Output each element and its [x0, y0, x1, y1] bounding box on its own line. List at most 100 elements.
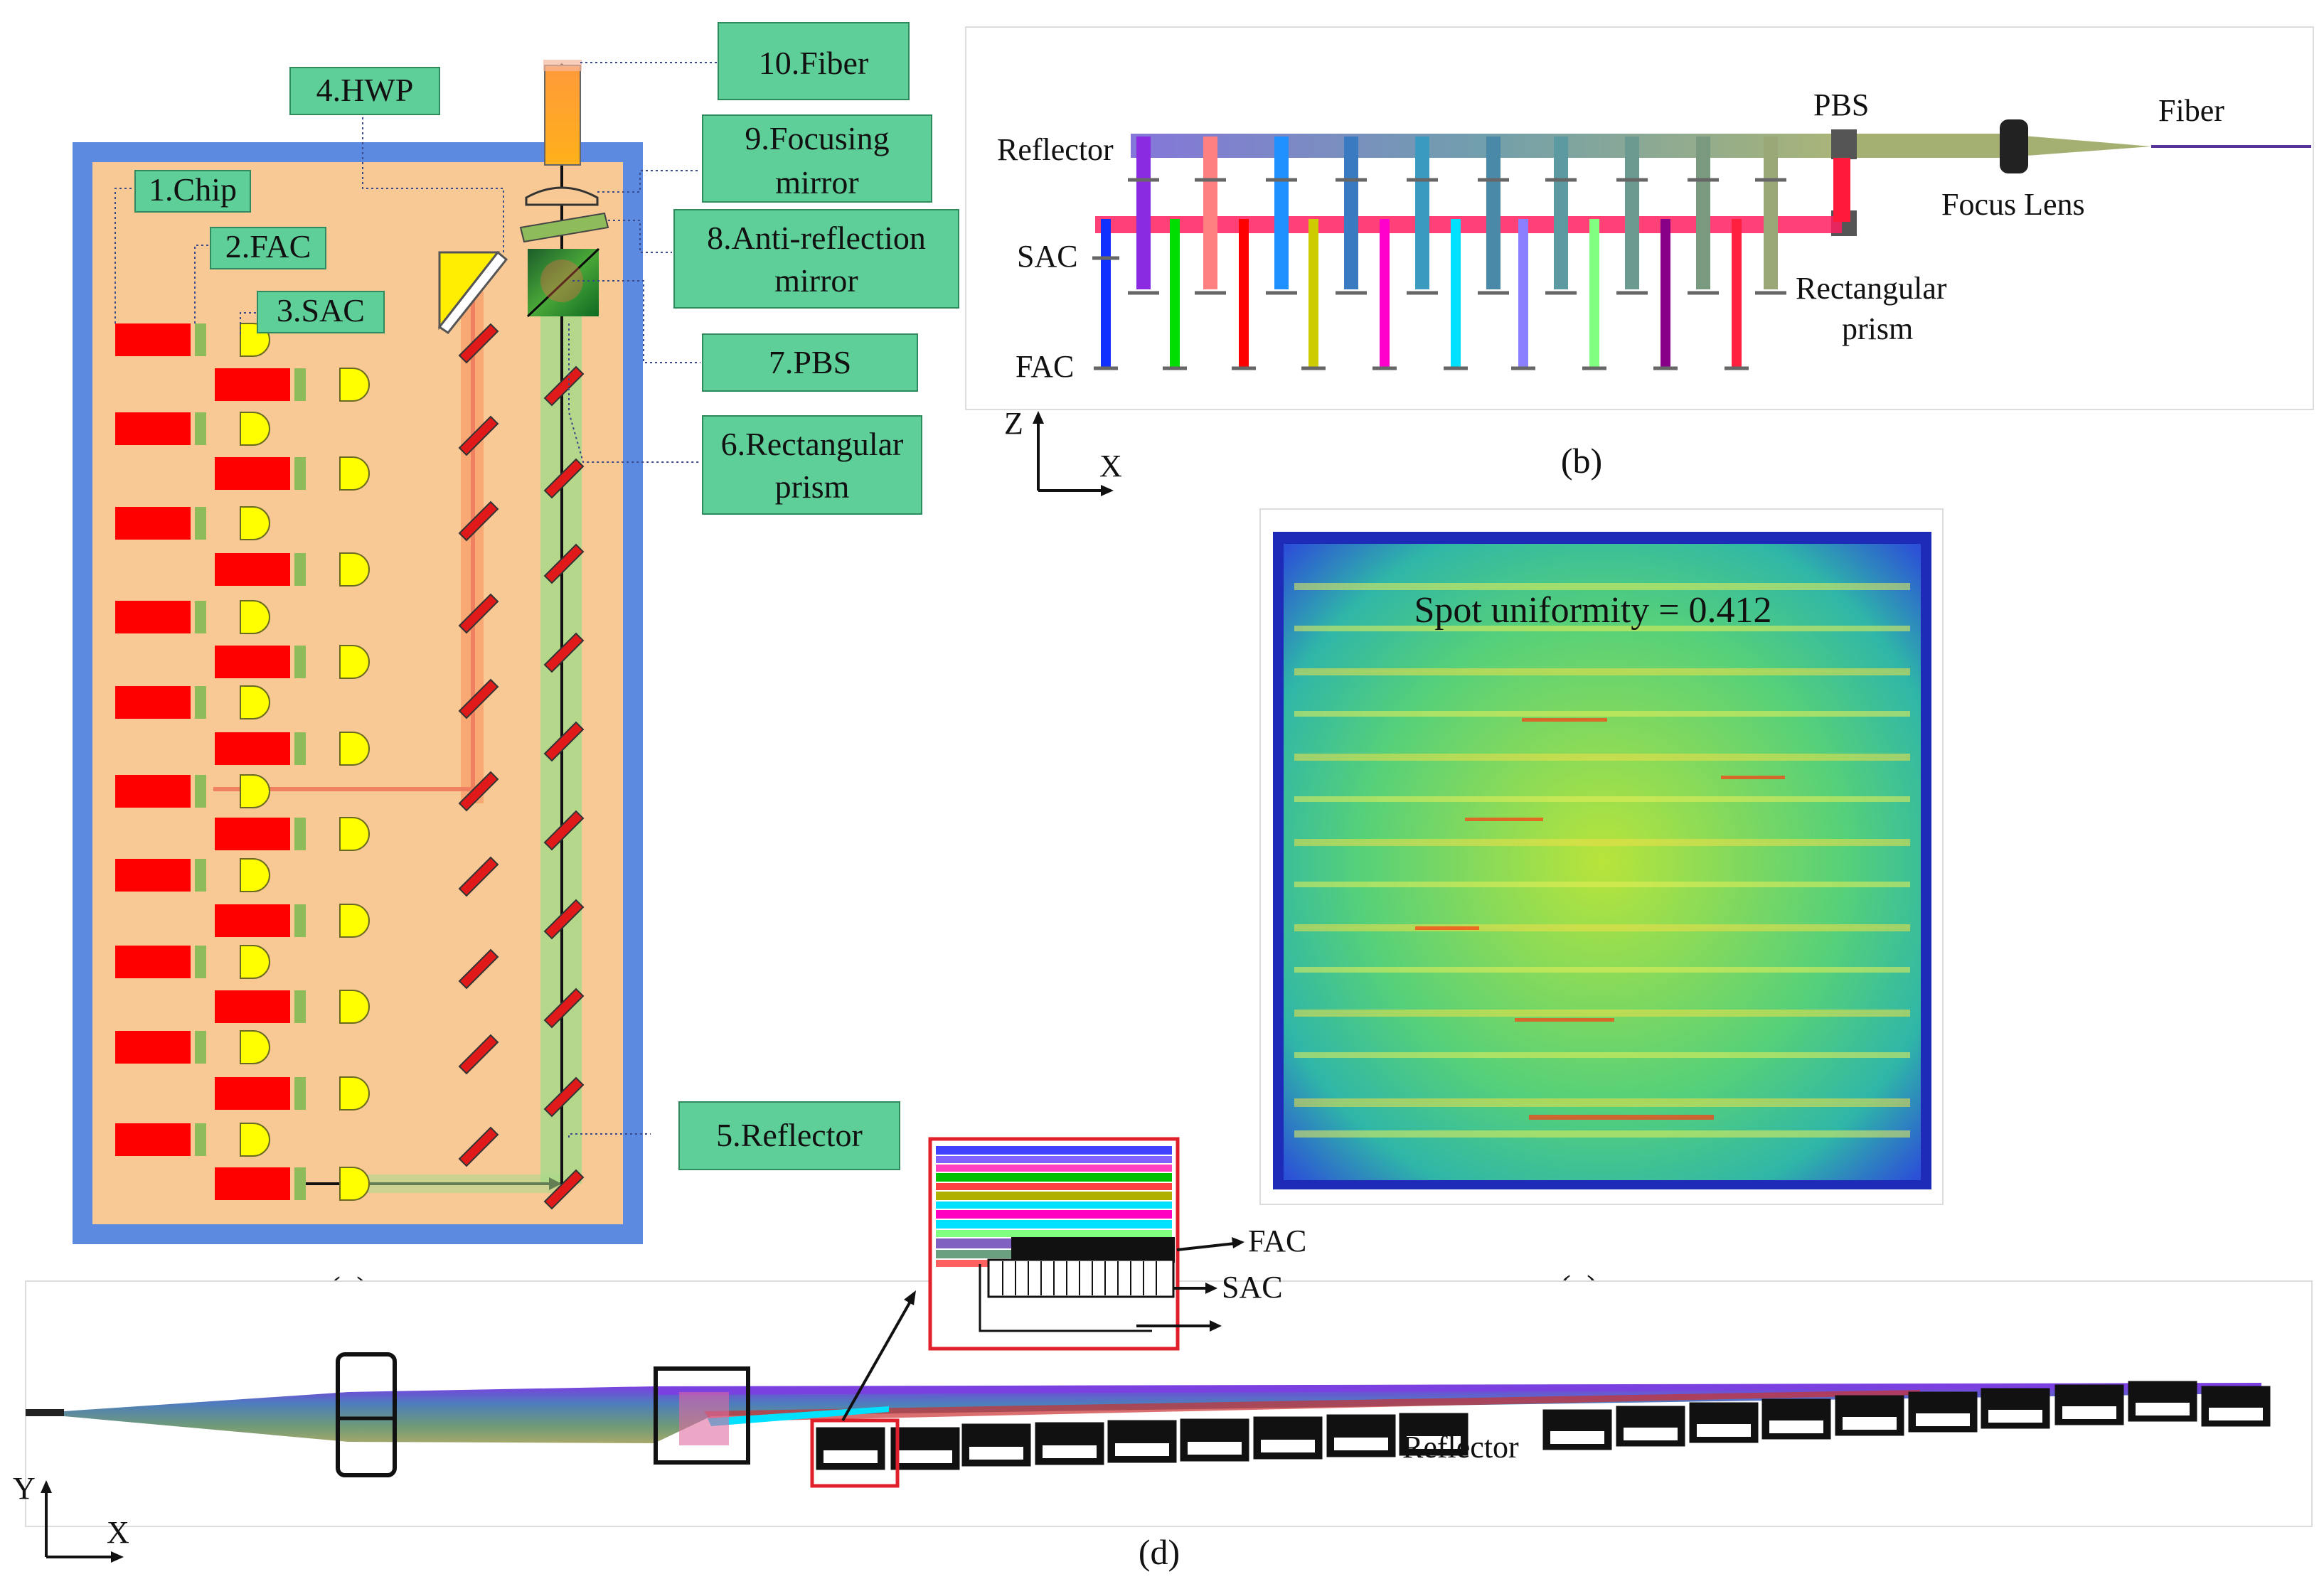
spot-uniformity-text: Spot uniformity = 0.412 [1414, 590, 1771, 631]
label-b-reflector: Reflector [997, 132, 1114, 167]
chip [115, 686, 191, 719]
chip [115, 412, 191, 445]
fac-lens [294, 368, 306, 401]
fac-lens [195, 775, 206, 808]
sac-lens [339, 645, 370, 679]
beam [1625, 137, 1639, 289]
fac-lens [195, 507, 206, 540]
sac-lens [339, 817, 370, 851]
axis-y-label: Y [13, 1471, 36, 1506]
green-beam-glow [356, 1174, 562, 1193]
reflector [458, 948, 499, 990]
axis-x-label-d: X [107, 1515, 129, 1550]
fiber-tip-glow [543, 60, 582, 71]
fac-lens [294, 646, 306, 678]
sac-lens [339, 990, 370, 1024]
reflectors-left [458, 323, 499, 1167]
beam [1415, 137, 1429, 289]
emitter-row [115, 774, 270, 808]
reflector [543, 988, 585, 1029]
sac-lens [240, 945, 270, 979]
label-text: mirror [774, 262, 858, 299]
sac-lens [240, 600, 270, 634]
leader-lines [114, 62, 718, 1138]
fac-lens [294, 1167, 306, 1200]
reflector [543, 365, 585, 407]
beam [1136, 137, 1151, 289]
label-b-prism-line2: prism [1842, 311, 1913, 346]
emitter-row [215, 990, 370, 1024]
sac-lens [240, 685, 270, 719]
beam [1170, 219, 1180, 368]
emitter-row [115, 412, 270, 446]
combined-beam [1131, 134, 1835, 158]
label-text: 8.Anti-reflection [707, 220, 926, 256]
focusing-mirror [525, 186, 599, 206]
fac-lens [294, 904, 306, 937]
label-b-focus-lens: Focus Lens [1941, 187, 2085, 222]
emitter-row [215, 552, 370, 587]
sac-lens [240, 858, 270, 892]
sac-lens [240, 1123, 270, 1157]
sac-lens [339, 1076, 370, 1111]
label-b-fac: FAC [1016, 349, 1074, 384]
pbs-hotspot [540, 259, 583, 302]
beam [1203, 137, 1217, 289]
panel-d: FAC SAC Reflector Y X (d) [13, 1137, 2313, 1572]
fac-lens [195, 946, 206, 978]
axis-z-arrow [1033, 411, 1044, 424]
pbs-inner [679, 1392, 729, 1445]
label-text: 5.Reflector [716, 1117, 863, 1153]
sac-lens [240, 1030, 270, 1064]
sac-lens [339, 368, 370, 402]
label-text: mirror [775, 164, 859, 200]
inset-pointer [841, 1295, 915, 1421]
pbs-diagonal [526, 247, 600, 318]
emitter-row [115, 506, 270, 540]
chip [215, 818, 290, 850]
beam [1451, 219, 1461, 368]
sac-lens [339, 904, 370, 938]
left-emitter-column [115, 323, 270, 1157]
label-d-reflector: Reflector [1402, 1430, 1519, 1465]
inset-sac-block [987, 1258, 1175, 1298]
label-hwp: 4.HWP [289, 67, 440, 115]
fac-lens [195, 1123, 206, 1156]
reflector [543, 1169, 585, 1210]
reflector [458, 678, 499, 719]
beam [1589, 219, 1599, 368]
reflector [458, 771, 499, 812]
axis-x-arrow-d [111, 1551, 124, 1563]
emitter-row [215, 1076, 370, 1111]
emitter-row [215, 732, 370, 766]
spot-map [1284, 544, 1921, 1180]
inset-fac-block [1011, 1237, 1175, 1263]
reflector [458, 856, 499, 897]
label-text: 3.SAC [277, 292, 365, 328]
chip [115, 1123, 191, 1156]
beam [1308, 219, 1318, 368]
fac-lens [195, 601, 206, 633]
focused-beam [1835, 134, 2151, 158]
fac-lens [294, 1077, 306, 1110]
vertical-link-beam [1833, 158, 1850, 222]
beam [1486, 137, 1501, 289]
caption-b: (b) [1561, 441, 1602, 481]
reflectors-right [543, 365, 585, 1210]
axis-z-label: Z [1004, 406, 1023, 441]
emitter-row [215, 1167, 370, 1201]
chip [115, 775, 191, 808]
label-anti-reflection-mirror: 8.Anti-reflection mirror [673, 209, 959, 309]
beam [1239, 219, 1249, 368]
chip [215, 368, 290, 401]
label-sac: 3.SAC [257, 291, 385, 333]
label-text: prism [775, 469, 850, 505]
label-b-fiber: Fiber [2158, 93, 2224, 128]
reflector [458, 593, 499, 634]
fac-lens [294, 457, 306, 490]
chip [115, 859, 191, 892]
sac-lens [339, 552, 370, 587]
chip [215, 1077, 290, 1110]
axis-x-arrow [1101, 485, 1114, 496]
sac-lens [339, 456, 370, 491]
